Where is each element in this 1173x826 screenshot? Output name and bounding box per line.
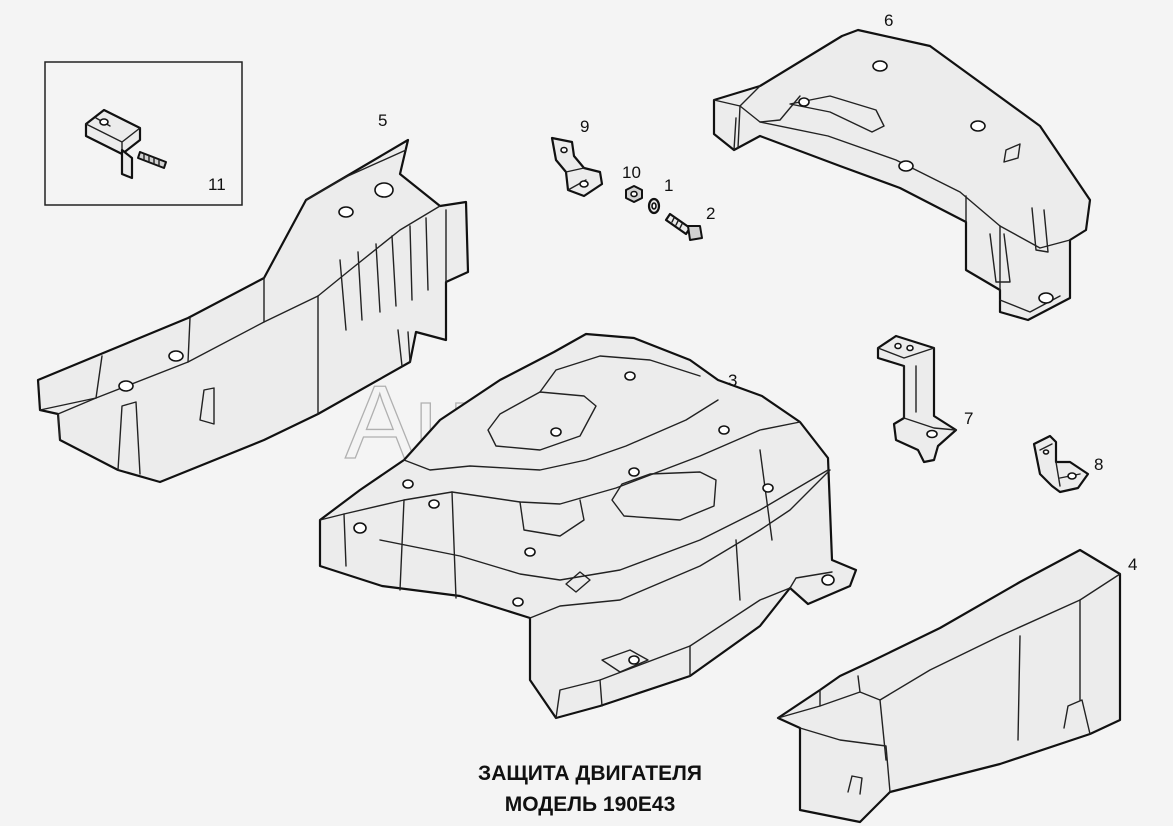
callout-11: 11 bbox=[208, 175, 226, 194]
inset-frame bbox=[44, 61, 243, 206]
side-guard-4 bbox=[776, 548, 1122, 824]
callout-6: 6 bbox=[884, 11, 893, 30]
bracket-8 bbox=[1032, 434, 1090, 494]
screw-bracket-11 bbox=[84, 108, 167, 180]
callout-3: 3 bbox=[728, 371, 737, 390]
inset-part-11 bbox=[44, 61, 243, 206]
bracket-9 bbox=[550, 136, 604, 198]
side-guard-5 bbox=[36, 138, 470, 484]
callout-4: 4 bbox=[1128, 555, 1137, 574]
callout-8: 8 bbox=[1094, 455, 1103, 474]
callout-10: 10 bbox=[622, 163, 641, 182]
callout-1: 1 bbox=[664, 176, 673, 195]
nut-10 bbox=[625, 185, 643, 203]
callout-7: 7 bbox=[964, 409, 973, 428]
caption-model: МОДЕЛЬ 190E43 bbox=[504, 793, 676, 816]
engine-tray-3 bbox=[318, 332, 858, 720]
diagram-caption: ЗАЩИТА ДВИГАТЕЛЯ МОДЕЛЬ 190E43 bbox=[380, 758, 800, 820]
bracket-7 bbox=[876, 334, 958, 464]
callout-9: 9 bbox=[580, 117, 589, 136]
washer-1 bbox=[647, 197, 661, 215]
callout-5: 5 bbox=[378, 111, 387, 130]
upper-guard-6 bbox=[712, 28, 1092, 322]
callout-2: 2 bbox=[706, 204, 715, 223]
caption-title: ЗАЩИТА ДВИГАТЕЛЯ bbox=[478, 762, 702, 785]
bolt-2 bbox=[664, 212, 703, 241]
